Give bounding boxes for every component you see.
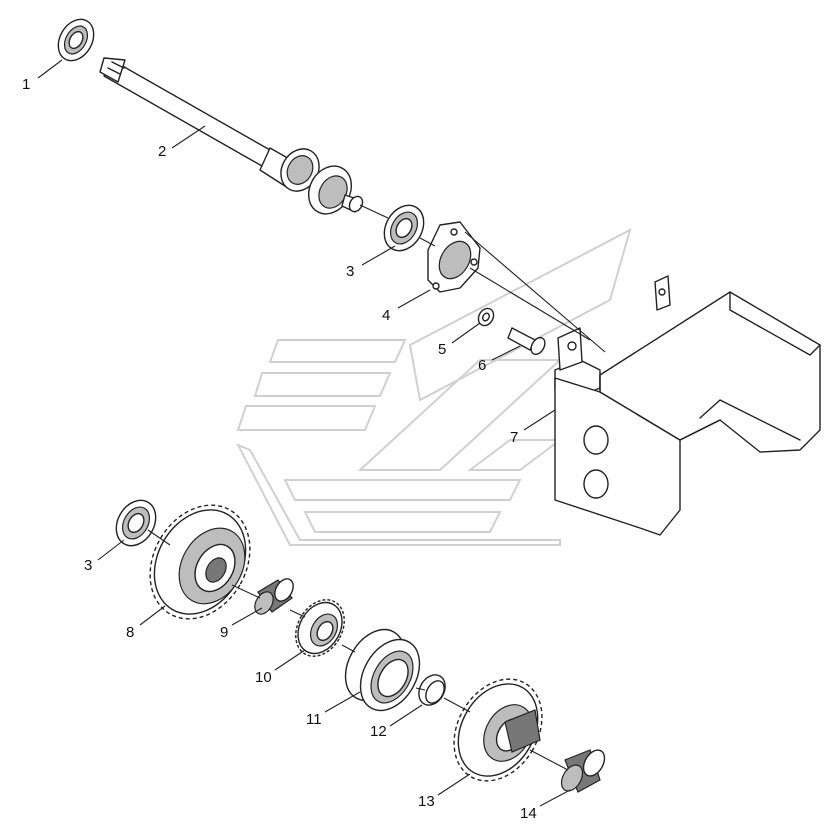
part-10-gear-ring (295, 599, 345, 657)
part-13-gear (453, 678, 543, 782)
part-3-bearing-lower (115, 499, 157, 547)
part-2-shaft (99, 57, 364, 215)
watermark-logo (235, 228, 632, 546)
callout-2: 2 (158, 143, 166, 160)
callout-3-lower: 3 (84, 557, 92, 574)
callout-1: 1 (22, 76, 30, 93)
callout-4: 4 (382, 307, 390, 324)
part-11-sleeve (344, 628, 421, 712)
callout-6: 6 (478, 357, 486, 374)
part-9-needle-bearing (254, 578, 294, 615)
callout-12: 12 (370, 723, 387, 740)
part-14-needle-bearing (560, 749, 606, 793)
callout-7: 7 (510, 429, 518, 446)
callout-3-upper: 3 (346, 263, 354, 280)
callout-11: 11 (306, 711, 322, 728)
callout-labels: 1 2 3 4 5 6 7 3 8 9 10 11 12 13 14 (22, 76, 537, 822)
assembly-axis-lines (147, 204, 606, 771)
part-4-cover-plate (427, 221, 481, 293)
callout-14: 14 (520, 805, 537, 822)
callout-5: 5 (438, 341, 446, 358)
part-12-ring (418, 674, 446, 706)
callout-8: 8 (126, 624, 134, 641)
leader-lines (37, 59, 571, 807)
part-5-nut (477, 307, 495, 327)
callout-9: 9 (220, 624, 228, 641)
part-7-bracket (554, 275, 821, 536)
part-8-gear (149, 504, 251, 620)
part-3-bearing-upper (383, 204, 425, 252)
callout-13: 13 (418, 793, 435, 810)
part-1-seal (57, 18, 95, 62)
callout-10: 10 (255, 669, 272, 686)
part-6-bolt (507, 327, 546, 356)
